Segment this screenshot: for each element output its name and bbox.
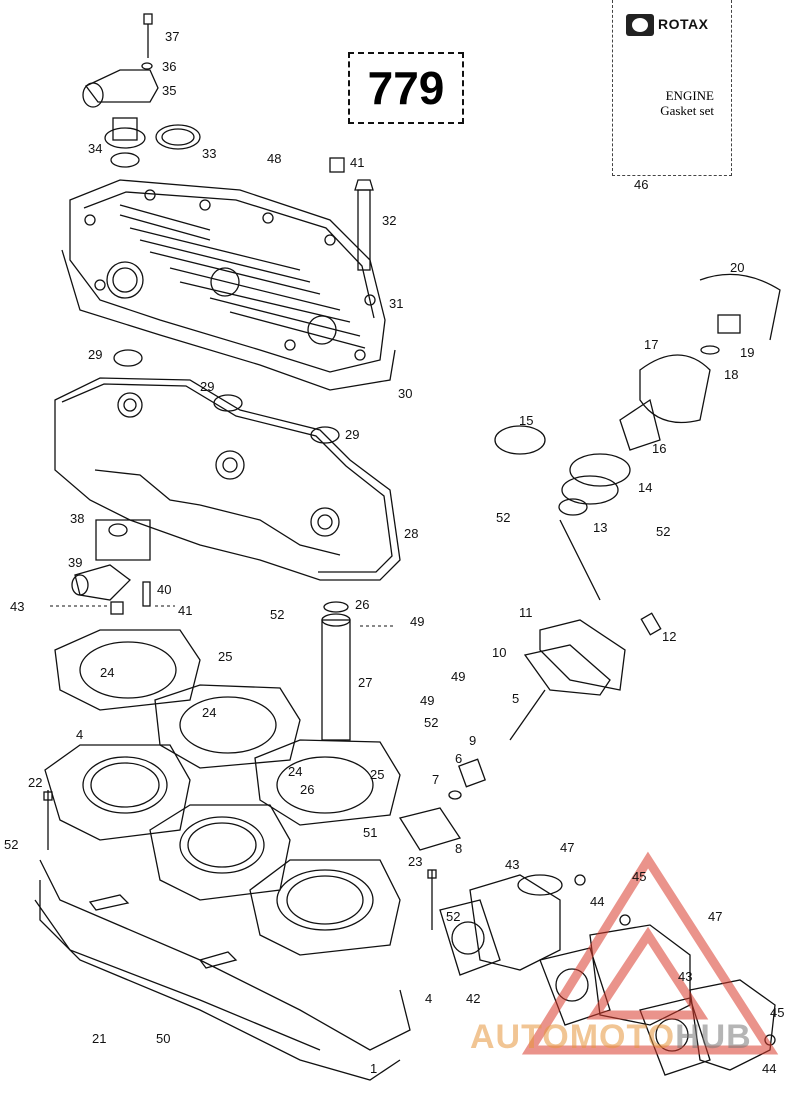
callout: 4 <box>76 727 84 742</box>
callout: 45 <box>770 1005 785 1020</box>
callout: 15 <box>519 413 534 428</box>
rotax-logo-icon <box>626 14 654 36</box>
callout: 26 <box>355 597 370 612</box>
callout: 52 <box>4 837 19 852</box>
callout: 11 <box>519 605 533 620</box>
callout: 49 <box>410 614 425 629</box>
callout: 35 <box>162 83 177 98</box>
callout: 7 <box>432 772 440 787</box>
callout: 43 <box>505 857 520 872</box>
rave-valve-assembly <box>398 273 781 851</box>
cylinder-block <box>34 744 437 1081</box>
callout: 18 <box>724 367 739 382</box>
callout: 8 <box>455 841 463 856</box>
callout: 49 <box>451 669 466 684</box>
callout: 25 <box>218 649 233 664</box>
callout: 16 <box>652 441 667 456</box>
callout: 20 <box>730 260 745 275</box>
watermark-part2: HUB <box>675 1018 752 1056</box>
callout: 52 <box>270 607 285 622</box>
callout: 41 <box>350 155 365 170</box>
callout: 51 <box>363 825 378 840</box>
callout: 26 <box>300 782 315 797</box>
watermark-logo <box>521 851 779 1055</box>
callout: 29 <box>345 427 360 442</box>
gasket-set-card <box>612 0 732 176</box>
callout: 12 <box>662 629 677 644</box>
callout: 52 <box>424 715 439 730</box>
callout: 48 <box>267 151 282 166</box>
callout: 34 <box>88 141 103 156</box>
callout: 6 <box>455 751 463 766</box>
callout: 44 <box>590 894 605 909</box>
callout: 37 <box>165 29 180 44</box>
callout: 42 <box>466 991 481 1006</box>
callout: 29 <box>200 379 215 394</box>
callout: 52 <box>656 524 671 539</box>
callout: 32 <box>382 213 397 228</box>
callout: 50 <box>156 1031 171 1046</box>
callout: 36 <box>162 59 177 74</box>
callout: 28 <box>404 526 419 541</box>
callout: 17 <box>644 337 659 352</box>
watermark-part1: AUTOMOTO <box>470 1018 676 1056</box>
callout: 47 <box>708 909 723 924</box>
callout: 40 <box>157 582 172 597</box>
page-number: 779 <box>348 52 464 124</box>
callout: 4 <box>425 991 433 1006</box>
head-gaskets <box>54 629 401 826</box>
callout: 24 <box>100 665 115 680</box>
callout: 46 <box>634 177 649 192</box>
callout: 52 <box>496 510 511 525</box>
callout: 25 <box>370 767 385 782</box>
callout: 14 <box>638 480 653 495</box>
callout: 49 <box>420 693 435 708</box>
callout: 9 <box>469 733 477 748</box>
card-title-line1: ENGINE <box>665 88 714 103</box>
callout: 31 <box>389 296 404 311</box>
callout: 23 <box>408 854 423 869</box>
callout: 43 <box>10 599 25 614</box>
callout: 44 <box>762 1061 777 1076</box>
callout: 43 <box>678 969 693 984</box>
callout: 22 <box>28 775 43 790</box>
callout: 19 <box>740 345 755 360</box>
callout: 24 <box>202 705 217 720</box>
callout: 30 <box>398 386 413 401</box>
brand-logo-text: ROTAX <box>658 16 709 32</box>
cover-gasket <box>61 249 396 391</box>
callout: 21 <box>92 1031 107 1046</box>
callout: 10 <box>492 645 507 660</box>
callout: 47 <box>560 840 575 855</box>
callout: 45 <box>632 869 647 884</box>
callout: 5 <box>512 691 520 706</box>
callout: 39 <box>68 555 83 570</box>
watermark-text: AUTOMOTOHUB <box>470 1018 752 1057</box>
callout: 1 <box>370 1061 378 1076</box>
callout: 29 <box>88 347 103 362</box>
callout: 41 <box>178 603 193 618</box>
callout: 13 <box>593 520 608 535</box>
cylinder-head <box>54 377 401 581</box>
card-title: ENGINE Gasket set <box>628 88 714 118</box>
callout: 52 <box>446 909 461 924</box>
callout: 27 <box>358 675 373 690</box>
thermostat-housing <box>82 13 374 271</box>
cylinder-head-cover <box>69 179 386 373</box>
card-title-line2: Gasket set <box>660 103 714 118</box>
callout: 33 <box>202 146 217 161</box>
callout: 38 <box>70 511 85 526</box>
callout: 24 <box>288 764 303 779</box>
